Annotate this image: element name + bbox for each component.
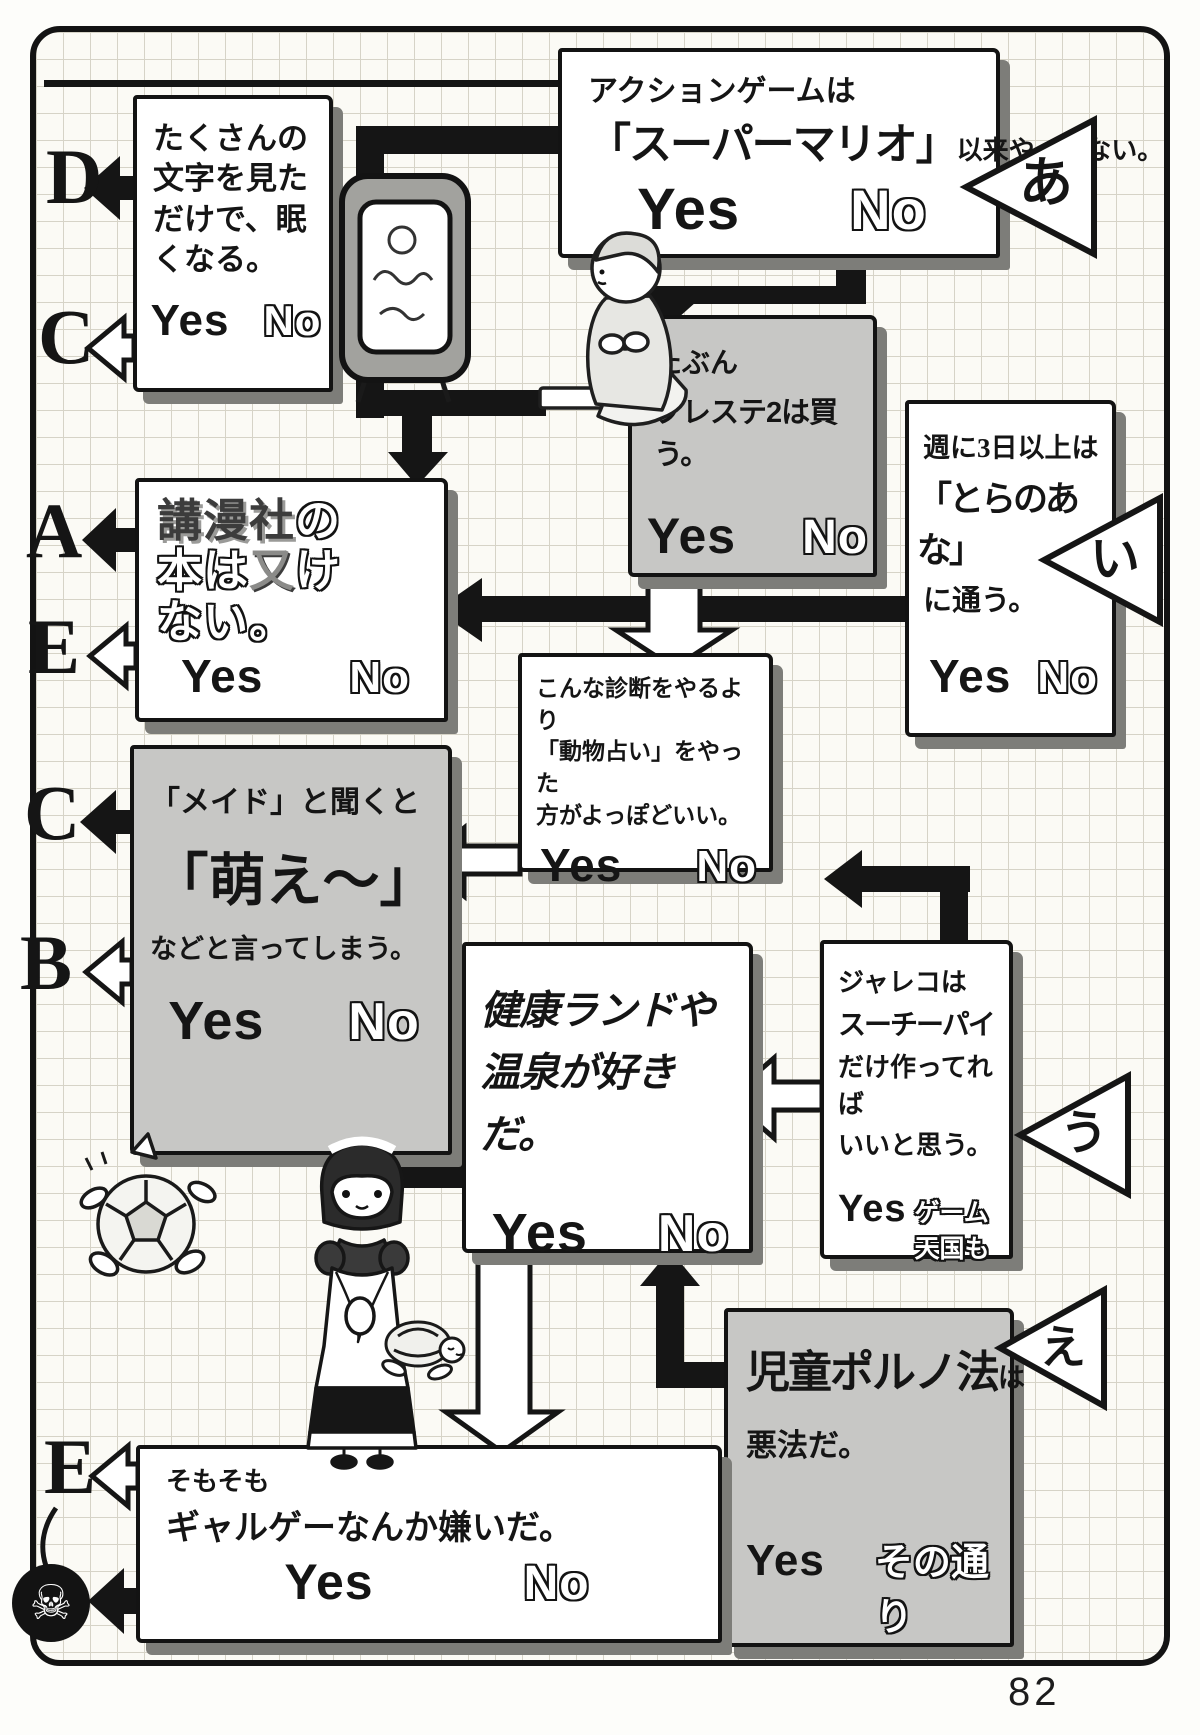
question-text: 「とらのあな」 <box>917 480 1080 570</box>
no-label: No <box>850 178 927 241</box>
result-letter-a: A <box>26 487 83 574</box>
question-text: に通う。 <box>923 585 1038 617</box>
question-text: 「萌え〜」 <box>151 850 437 913</box>
tv-illustration <box>339 173 471 403</box>
no-label: No <box>696 841 757 891</box>
question-text: 温泉が好きだ。 <box>480 1050 676 1157</box>
arrow-to-e-mid <box>86 620 139 692</box>
box-jidou-porno: 児童ポルノ法は 悪法だ。 Yes その通り <box>724 1308 1025 1647</box>
question-text-rest: は <box>998 1363 1025 1393</box>
turtle-floating-illustration <box>79 1132 217 1277</box>
question-text: 「メイド」と聞くと <box>150 786 420 819</box>
yes-label: Yes <box>838 1188 907 1230</box>
yes-label: Yes <box>491 1203 588 1263</box>
box-maid-moe: 「メイド」と聞くと 「萌え〜」 などと言ってしまう。 Yes No <box>130 745 452 1155</box>
arrow-to-skull <box>88 1568 124 1634</box>
no-label: No <box>657 1205 730 1263</box>
start-triangle-a <box>959 115 1097 259</box>
no-label: No <box>349 653 410 703</box>
yes-label: Yes <box>929 650 1012 702</box>
question-text: アクションゲームは <box>588 75 856 108</box>
question-text: スーチーパイ <box>838 1009 996 1040</box>
question-text: いいと思う。 <box>838 1130 993 1160</box>
start-triangle-i <box>1037 492 1163 628</box>
question-text: 健康ランドや <box>480 988 715 1033</box>
no-label: No <box>523 1557 590 1610</box>
start-triangle-e <box>993 1284 1107 1412</box>
question-text: 方がよっぽどいい。 <box>536 801 742 828</box>
result-letter-c-mid: C <box>24 769 81 856</box>
box-kenko-land: 健康ランドや 温泉が好きだ。 Yes No <box>462 942 753 1263</box>
alt-answer-label: その通り <box>874 1542 989 1639</box>
no-label: No <box>263 297 322 345</box>
page-number: 82 <box>1008 1670 1061 1714</box>
start-marker-u: う <box>1059 1107 1108 1160</box>
question-text: 悪法だ。 <box>746 1428 870 1463</box>
no-label: No <box>802 511 869 564</box>
yes-label: Yes <box>746 1536 825 1585</box>
skull-glyph: ☠ <box>29 1577 73 1630</box>
arrow-to-c-top <box>84 312 137 384</box>
start-triangle-u <box>1013 1070 1131 1200</box>
result-letter-e-mid: E <box>28 603 81 690</box>
question-text: け <box>295 546 342 597</box>
question-text: 又 <box>249 546 296 597</box>
yes-label: Yes <box>646 508 737 564</box>
question-text: の <box>295 496 342 546</box>
result-letter-b: B <box>20 919 73 1006</box>
no-label: No <box>348 993 420 1051</box>
arrow-to-d <box>84 156 120 220</box>
question-text: 文字を見た <box>153 161 308 197</box>
box-galge: そもそも ギャルゲーなんか嫌いだ。 Yes No <box>136 1445 722 1643</box>
alt-answer-label: ゲーム天国も <box>914 1199 990 1263</box>
question-text: そもそも <box>166 1466 270 1496</box>
yes-label: Yes <box>181 650 264 703</box>
question-text: 週に3日以上は <box>923 433 1099 463</box>
question-text: などと言ってしまう。 <box>150 934 418 964</box>
start-marker-a: あ <box>1019 153 1073 213</box>
start-marker-i: い <box>1090 531 1140 587</box>
box-many-letters: たくさんの 文字を見た だけで、眠 くなる。 Yes No <box>133 95 333 392</box>
question-text: プレステ2は買う。 <box>654 397 838 471</box>
turtle-small-illustration <box>381 1320 466 1381</box>
maid-illustration <box>306 1136 418 1470</box>
arrow-to-a <box>82 508 116 572</box>
question-text: だけで、眠 <box>153 201 307 237</box>
arrow-kenko-to-galge <box>438 1249 566 1456</box>
question-text: 「動物占い」をやった <box>536 738 743 797</box>
question-text: こんな診断をやるより <box>536 675 743 733</box>
result-letter-d: D <box>46 133 103 220</box>
box-playstation: たぶん プレステ2は買う。 Yes No <box>628 315 877 577</box>
question-text: 講漫社 <box>157 496 296 546</box>
box-jaleco: ジャレコは スーチーパイ だけ作ってれば いいと思う。 Yes ゲーム天国も <box>820 940 1013 1263</box>
arrow-to-c-mid <box>80 790 116 854</box>
box-shindan: こんな診断をやるより 「動物占い」をやった 方がよっぽどいい。 Yes No <box>518 653 773 891</box>
question-text-big: 児童ポルノ法 <box>746 1348 1000 1397</box>
top-thin-line <box>44 80 558 87</box>
yes-label: Yes <box>540 838 623 891</box>
question-text: ジャレコは <box>838 967 967 997</box>
yes-label: Yes <box>284 1554 374 1610</box>
result-letter-e-bottom: E <box>44 1423 97 1510</box>
box-komansha: 講漫社の 本は又け ない。 Yes No <box>135 478 448 722</box>
start-marker-e: え <box>1040 1321 1086 1373</box>
skull-icon: ☠ <box>12 1564 90 1642</box>
box-action-game: アクションゲームは 「スーパーマリオ」以来やってない。 Yes No <box>558 48 1163 258</box>
question-text: だけ作ってれば <box>838 1052 993 1119</box>
question-text: たくさんの <box>153 121 308 156</box>
no-label: No <box>1037 653 1098 702</box>
result-letter-c-top: C <box>38 293 95 380</box>
gamer-kid-illustration <box>538 231 688 427</box>
question-text: ギャルゲーなんか嫌いだ。 <box>166 1509 573 1547</box>
question-text: 本は <box>157 546 250 597</box>
question-text-big: 「スーパーマリオ」 <box>588 121 959 169</box>
question-text: ない。 <box>157 596 296 647</box>
yes-label: Yes <box>168 991 265 1051</box>
yes-label: Yes <box>637 177 741 242</box>
question-text: くなる。 <box>153 241 277 277</box>
yes-label: Yes <box>150 296 230 346</box>
